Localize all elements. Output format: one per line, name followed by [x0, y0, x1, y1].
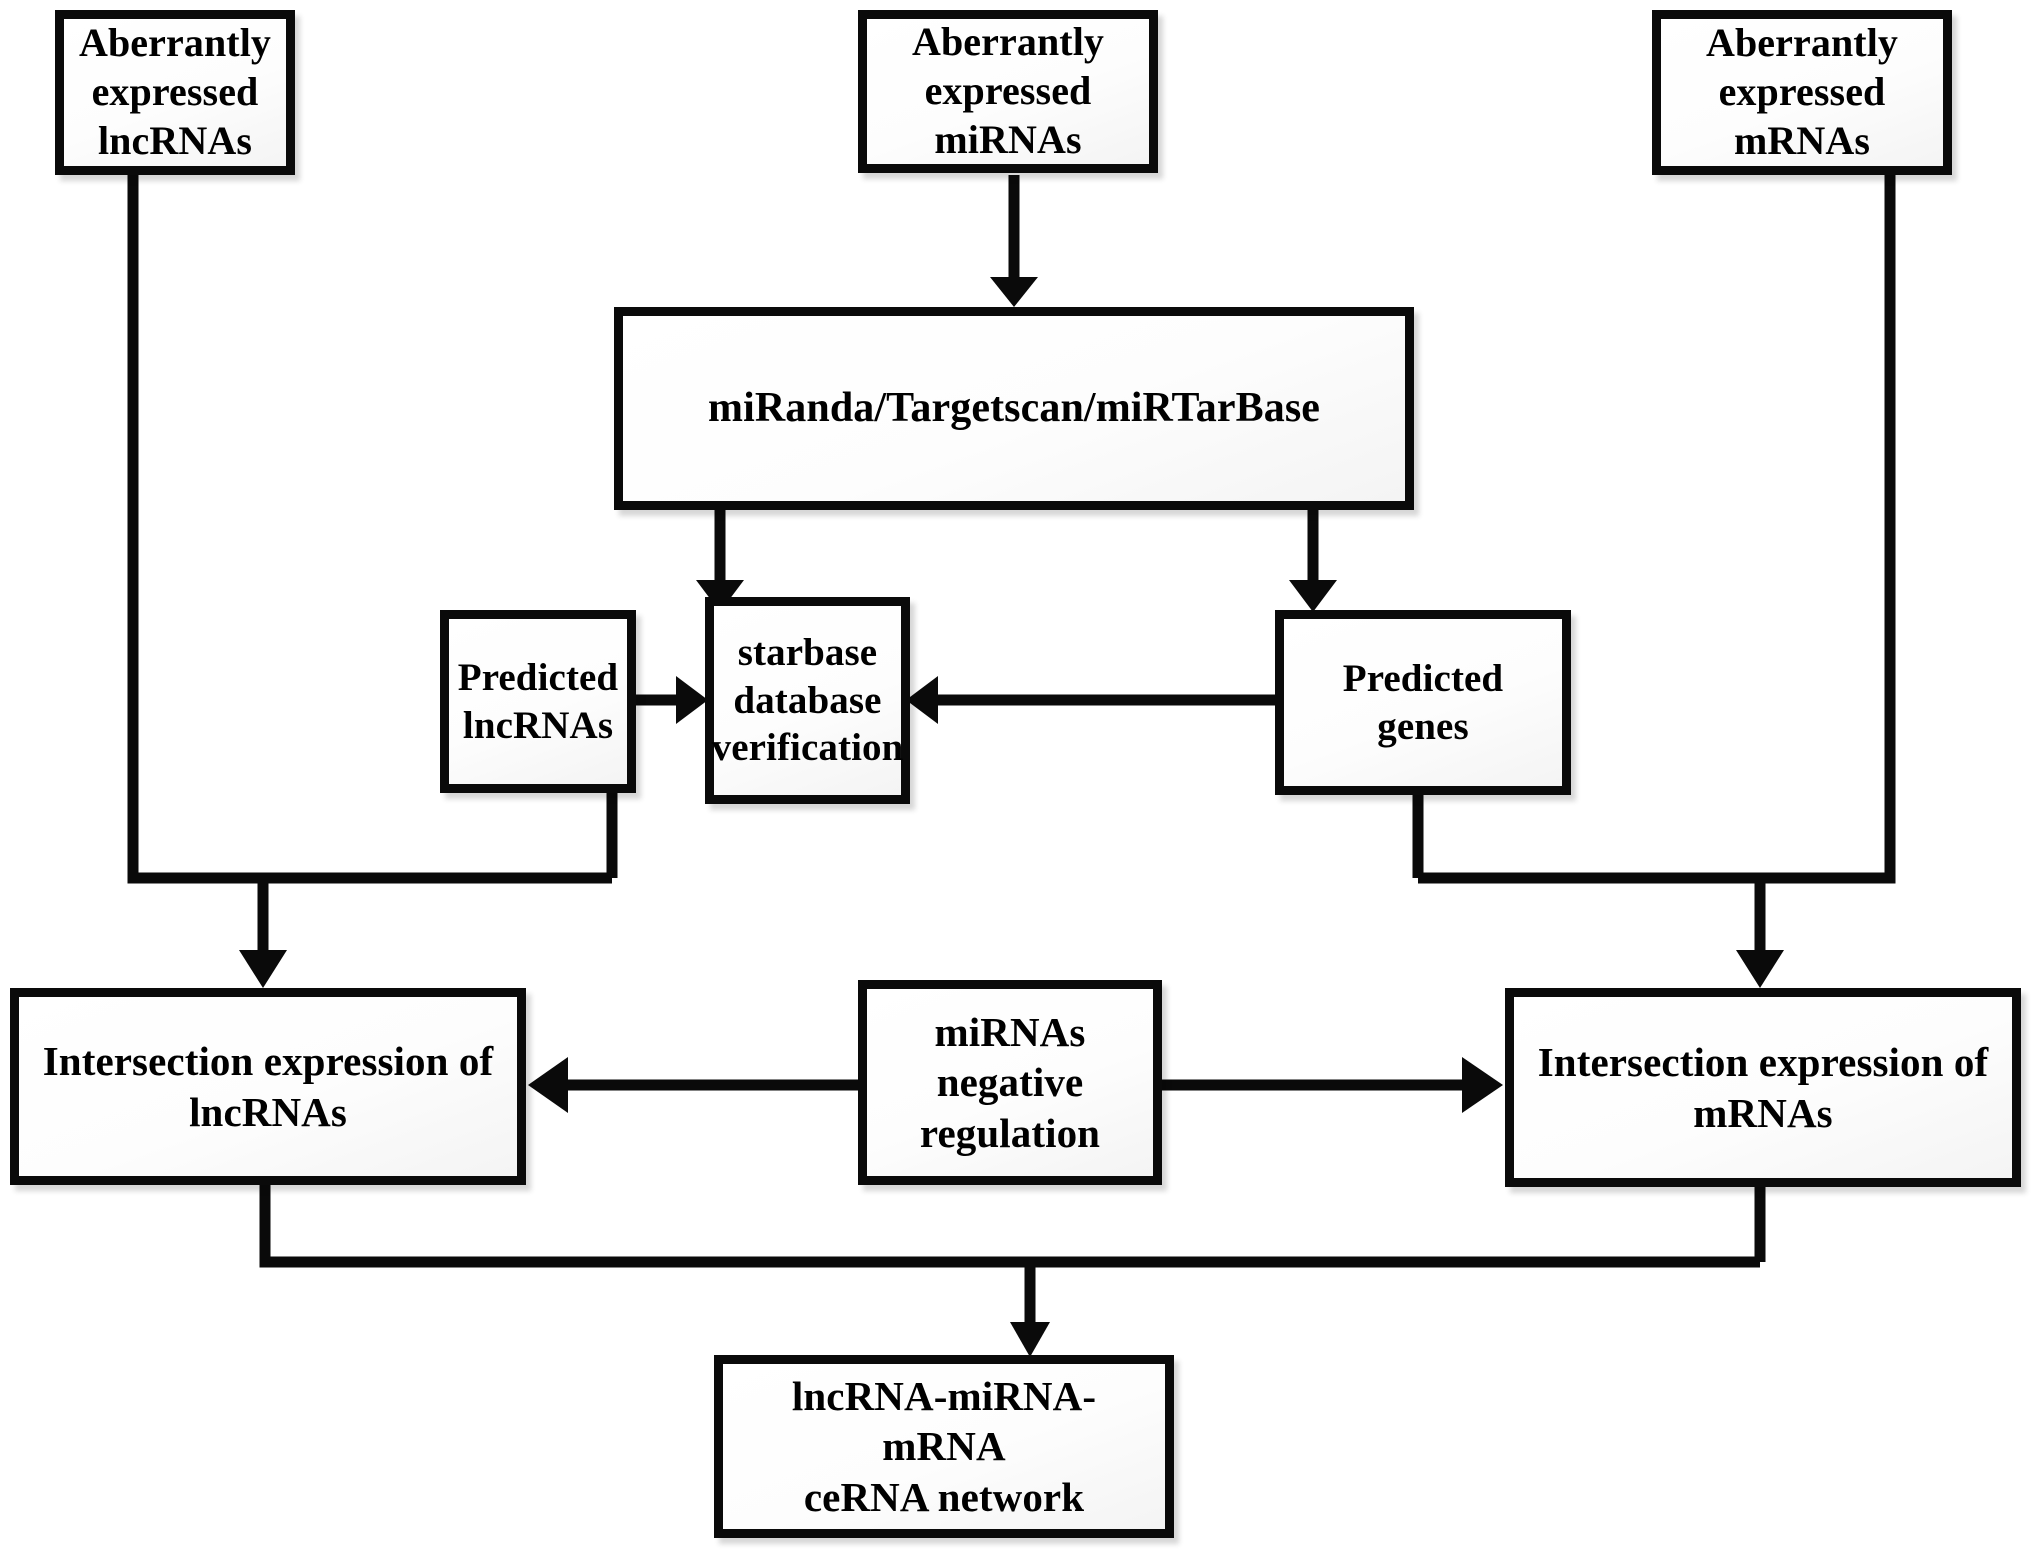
node-label: Aberrantly expressed miRNAs — [911, 19, 1105, 162]
node-label: starbase database verification — [711, 631, 904, 770]
node-starbase-database-verification[interactable]: starbase database verification — [705, 597, 910, 804]
edge-negative-regulation-to-intersection-mrnas — [1162, 1057, 1503, 1113]
node-label: Aberrantly expressed mRNAs — [1705, 20, 1899, 163]
node-predicted-genes[interactable]: Predicted genes — [1275, 610, 1571, 795]
node-label: miRanda/Targetscan/miRTarBase — [707, 384, 1321, 431]
node-aberrantly-expressed-mrnas[interactable]: Aberrantly expressed mRNAs — [1652, 10, 1952, 175]
node-predicted-lncrnas[interactable]: Predicted lncRNAs — [440, 610, 636, 793]
node-label: miRNAs negative regulation — [919, 1009, 1101, 1156]
edge-merge-to-intersection-lncrnas — [127, 175, 618, 988]
edge-mirna-to-tools — [990, 175, 1038, 307]
node-label: Intersection expression of lncRNAs — [42, 1038, 494, 1135]
node-cerna-network[interactable]: lncRNA-miRNA-mRNA ceRNA network — [714, 1355, 1174, 1538]
node-intersection-expression-of-mrnas[interactable]: Intersection expression of mRNAs — [1505, 988, 2021, 1187]
edge-merge-to-intersection-mrnas — [1412, 175, 1896, 988]
edge-intersections-to-cerna-network — [259, 1185, 1766, 1357]
edge-predicted-genes-to-starbase — [906, 676, 1275, 724]
node-mirnas-negative-regulation[interactable]: miRNAs negative regulation — [858, 980, 1162, 1185]
node-prediction-tools[interactable]: miRanda/Targetscan/miRTarBase — [614, 307, 1414, 510]
node-aberrantly-expressed-mirnas[interactable]: Aberrantly expressed miRNAs — [858, 10, 1158, 173]
edge-predicted-lncrnas-to-starbase — [636, 676, 708, 724]
node-aberrantly-expressed-lncrnas[interactable]: Aberrantly expressed lncRNAs — [55, 10, 295, 175]
node-label: lncRNA-miRNA-mRNA ceRNA network — [791, 1373, 1097, 1520]
node-label: Predicted lncRNAs — [457, 655, 619, 747]
node-label: Aberrantly expressed lncRNAs — [78, 20, 272, 163]
node-label: Intersection expression of mRNAs — [1537, 1039, 1989, 1136]
node-intersection-expression-of-lncrnas[interactable]: Intersection expression of lncRNAs — [10, 988, 526, 1185]
edge-negative-regulation-to-intersection-lncrnas — [528, 1057, 858, 1113]
edge-tools-to-predicted-genes — [1289, 510, 1337, 612]
node-label: Predicted genes — [1342, 656, 1504, 748]
